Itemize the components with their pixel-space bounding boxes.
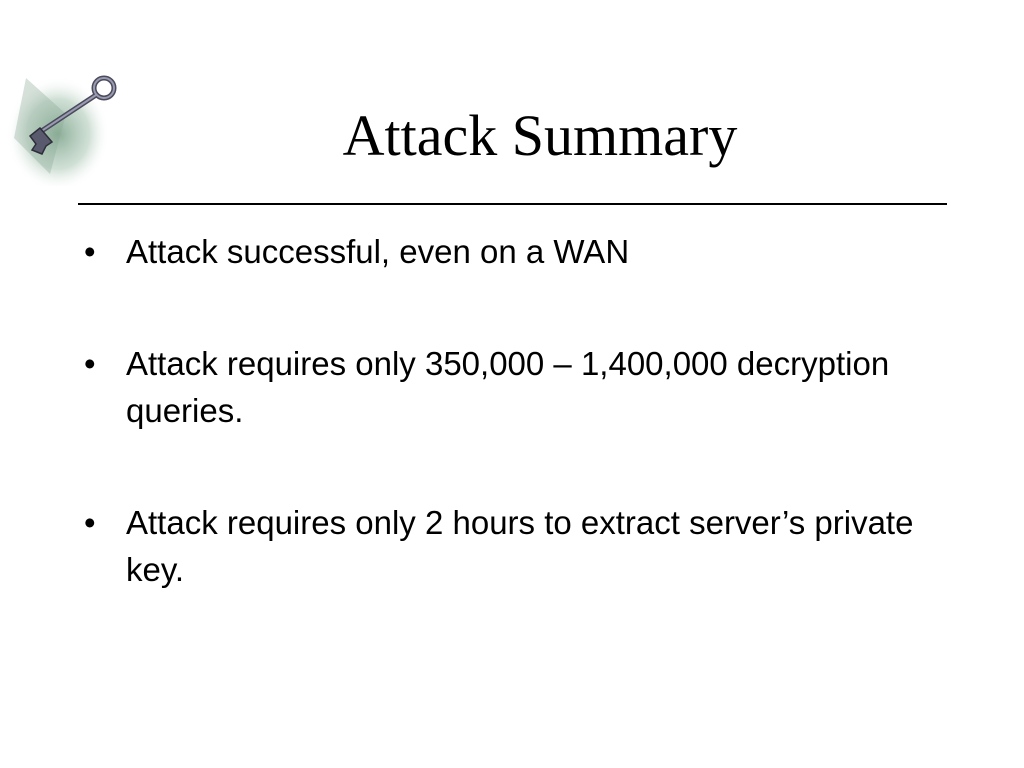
- bullet-item: • Attack requires only 350,000 – 1,400,0…: [84, 340, 964, 434]
- bullet-marker: •: [84, 233, 96, 270]
- title-divider: [78, 203, 947, 205]
- bullet-item: • Attack requires only 2 hours to extrac…: [84, 499, 964, 593]
- key-icon: [6, 75, 117, 186]
- bullet-text: Attack requires only 2 hours to extract …: [126, 504, 914, 588]
- bullet-marker: •: [84, 504, 96, 541]
- bullet-list: • Attack successful, even on a WAN • Att…: [84, 228, 964, 658]
- slide-title: Attack Summary: [342, 103, 738, 168]
- bullet-text: Attack requires only 350,000 – 1,400,000…: [126, 345, 890, 429]
- bullet-text: Attack successful, even on a WAN: [126, 233, 630, 270]
- bullet-item: • Attack successful, even on a WAN: [84, 228, 964, 275]
- bullet-marker: •: [84, 345, 96, 382]
